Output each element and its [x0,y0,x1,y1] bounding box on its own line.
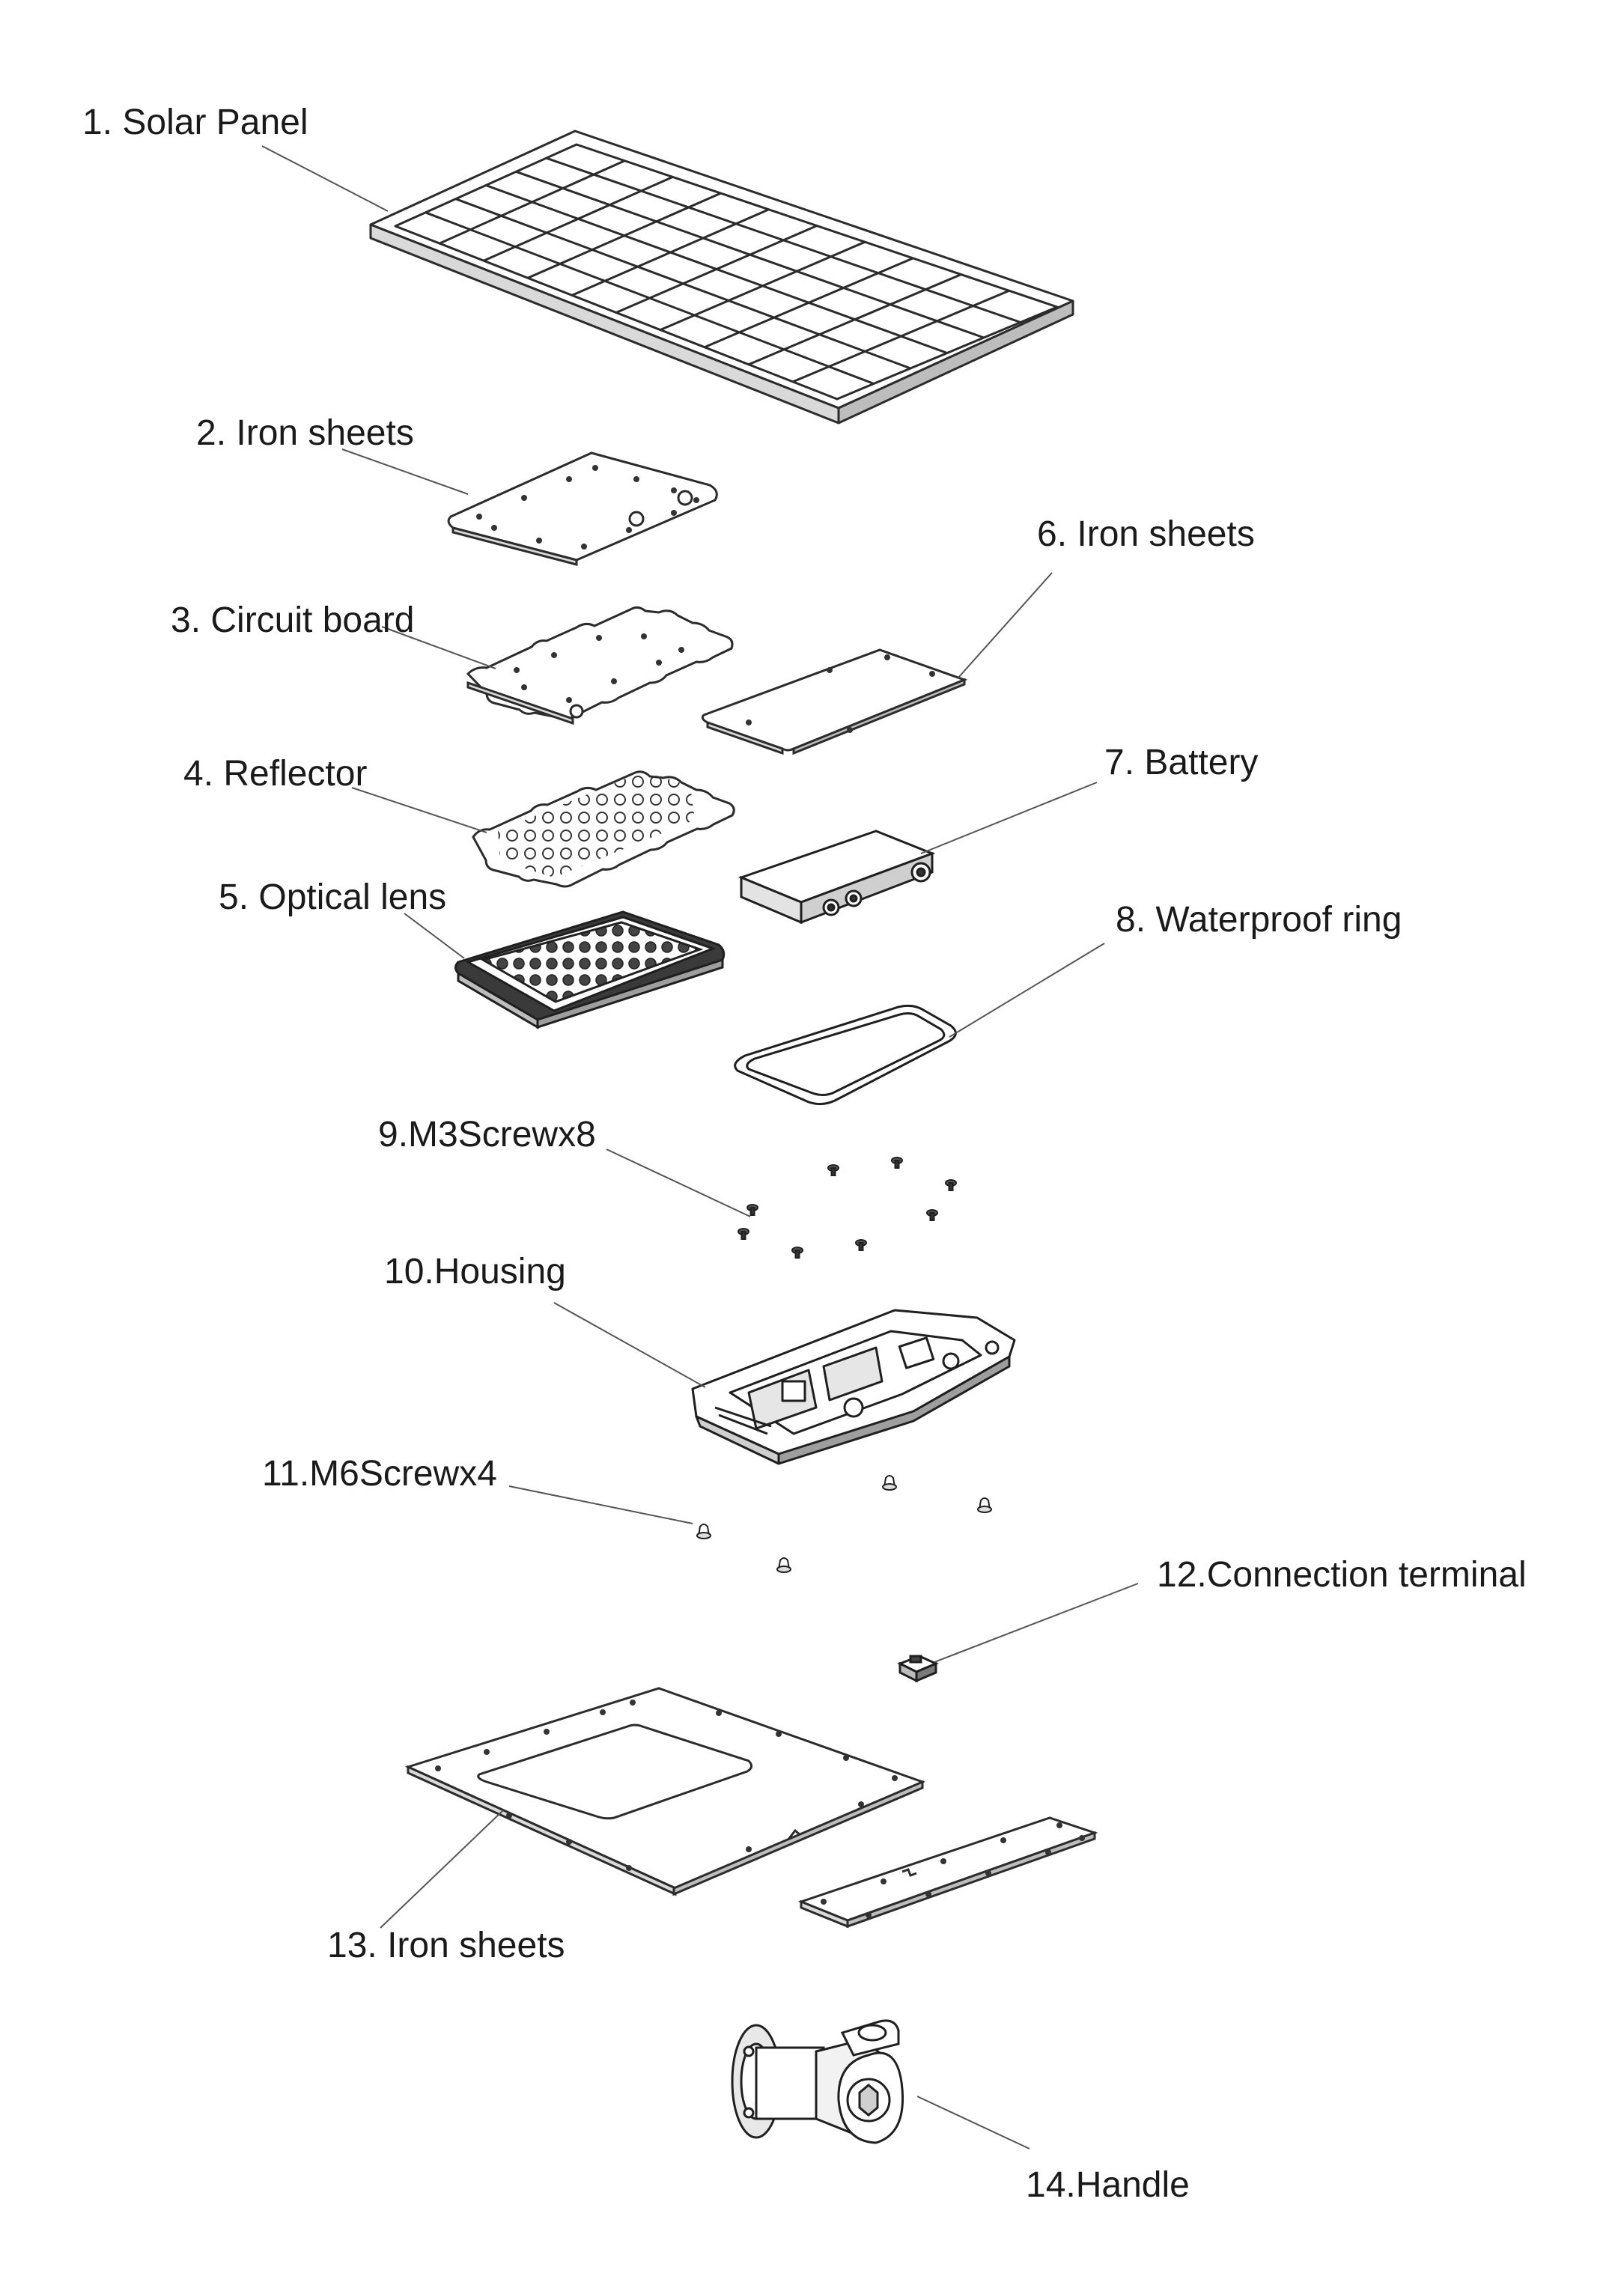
m3-screw [746,1204,758,1216]
m6-screw [776,1557,791,1573]
circuit-board [466,606,734,725]
waterproof-ring [734,1004,957,1106]
label-circuit-board: 3. Circuit board [171,600,415,640]
label-iron-sheets-bottom: 13. Iron sheets [327,1926,565,1965]
label-battery: 7. Battery [1104,743,1259,782]
leader-5 [404,913,465,959]
label-handle: 14.Handle [1026,2165,1190,2205]
m3-screw [855,1239,867,1251]
housing [691,1309,1016,1465]
iron-sheet-battery [701,648,968,755]
cell-divider [425,211,875,385]
leader-lines [261,145,1139,2149]
leader-11 [508,1485,693,1524]
leader-7 [920,782,1098,854]
leader-2 [341,448,469,495]
leader-4 [351,787,487,833]
cell-divider [546,156,1021,323]
m6-screw [882,1475,897,1491]
label-connection-terminal: 12.Connection terminal [1157,1555,1527,1595]
leader-1 [261,145,389,212]
label-waterproof-ring: 8. Waterproof ring [1116,900,1402,940]
m3-screw [891,1157,903,1169]
cell-divider [455,198,911,370]
label-solar-panel: 1. Solar Panel [82,103,308,142]
leader-8 [949,943,1105,1038]
m3-screw [945,1179,957,1191]
handle [731,2019,904,2144]
m3-screw [791,1247,803,1259]
connection-terminal [897,1655,939,1683]
leader-10 [553,1302,706,1388]
m3-screw [926,1209,938,1221]
m6-screw-group [696,1475,992,1573]
m3-screw-group [738,1157,957,1259]
label-iron-sheets-battery: 6. Iron sheets [1037,514,1255,554]
solar-panel [369,130,1074,425]
m6-screw [977,1497,992,1513]
leader-13 [380,1810,504,1929]
iron-sheet-top [447,451,718,566]
reflector [472,770,735,888]
m3-screw [827,1164,839,1176]
leader-14 [916,2096,1030,2149]
leader-3 [381,626,496,669]
label-m3-screws: 9.M3Screwx8 [378,1115,596,1154]
m6-screw [696,1524,711,1539]
cell-divider [515,170,985,339]
iron-sheet-bottom [404,1687,1098,1929]
leader-12 [934,1583,1139,1663]
leader-9 [606,1148,751,1217]
battery [738,830,936,925]
label-optical-lens: 5. Optical lens [219,877,447,917]
label-housing: 10.Housing [384,1252,566,1291]
solar-cell-grid [425,156,1021,385]
leader-6 [958,572,1053,678]
optical-lens [454,910,726,1029]
label-reflector: 4. Reflector [183,754,368,794]
cell-divider [485,184,948,354]
label-iron-sheets-top: 2. Iron sheets [196,413,414,453]
label-m6-screws: 11.M6Screwx4 [262,1454,497,1494]
m3-screw [738,1228,749,1240]
